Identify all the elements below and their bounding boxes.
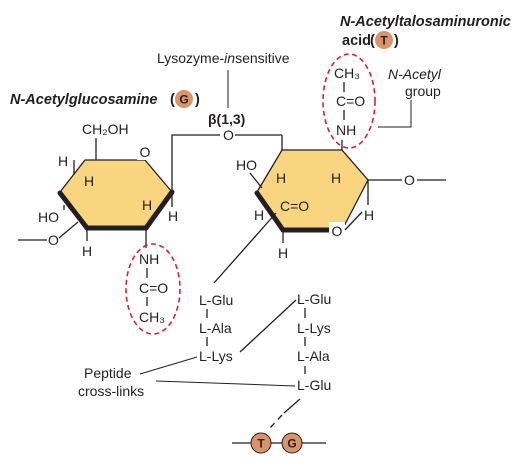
nag-c2-h-bottom: H xyxy=(82,243,92,259)
nat-name-line2: acid xyxy=(342,33,371,49)
nag-nh: NH xyxy=(139,251,159,267)
nat-h-lower-left: H xyxy=(254,207,264,223)
nat-ho: HO xyxy=(236,157,257,173)
chain-g-badge xyxy=(281,432,303,454)
cross-link-bond xyxy=(239,299,297,353)
beta-linkage-label: β(1,3) xyxy=(208,111,245,127)
nag-c4-h-inner: H xyxy=(84,173,94,189)
left-peptide: L-Glu L-Ala L-Lys xyxy=(199,292,233,364)
nag-ring-front-left xyxy=(57,190,90,231)
nag-o-left: O xyxy=(48,232,59,248)
right-peptide: L-Glu L-Lys L-Ala L-Glu xyxy=(297,291,331,393)
crosslinks-label-line2: cross-links xyxy=(78,383,144,399)
nat-h-inner-right: H xyxy=(331,170,341,186)
nat-o-right: O xyxy=(404,172,415,188)
crosslinks-pointer-1 xyxy=(139,356,198,375)
nag-c4-h-top: H xyxy=(58,153,68,169)
nat-ch3: CH₃ xyxy=(334,65,360,81)
nat-nacetyl-highlight xyxy=(322,53,376,149)
nag-c1-h: H xyxy=(168,208,178,224)
left-peptide-residue-1: L-Glu xyxy=(199,292,233,308)
nat-paren-close: ) xyxy=(394,33,399,49)
nat-h-inner-left: H xyxy=(276,170,286,186)
nat-carbonyl: C=O xyxy=(280,198,309,214)
nag-ring-oxygen: O xyxy=(140,144,151,160)
chain-t-text: T xyxy=(257,437,265,451)
nag-name: N-Acetylglucosamine xyxy=(10,92,157,108)
chain-g-text: G xyxy=(287,437,296,451)
nat-symbol-text: T xyxy=(380,34,388,48)
crosslinks-pointer-2 xyxy=(155,380,296,387)
nag-c3-ho: HO xyxy=(38,209,59,225)
chain-connector xyxy=(283,398,301,414)
nat-ring-oxygen: O xyxy=(332,223,343,239)
right-peptide-residue-1: L-Glu xyxy=(297,291,331,307)
crosslinks-label-line1: Peptide xyxy=(84,365,132,381)
nat-co: C=O xyxy=(336,93,365,109)
nag-co: C=O xyxy=(139,280,168,296)
lysozyme-label: Lysozyme-insensitive xyxy=(157,50,290,66)
nacetyl-pointer xyxy=(378,100,412,128)
nag-symbol-text: G xyxy=(179,93,188,107)
nag-ring-front-right xyxy=(143,189,175,231)
nag-paren-close: ) xyxy=(195,92,200,108)
nag-paren-open: ( xyxy=(170,92,175,108)
glycosidic-oxygen: O xyxy=(223,127,234,143)
nag-ch2oh: CH₂OH xyxy=(82,121,129,137)
left-peptide-residue-3: L-Lys xyxy=(199,348,233,364)
nag-symbol-badge xyxy=(175,90,193,108)
glycan-chain: T G xyxy=(232,432,326,454)
nacetyl-label-line2: group xyxy=(405,83,441,99)
left-peptide-residue-2: L-Ala xyxy=(199,320,232,336)
right-peptide-residue-3: L-Ala xyxy=(297,348,330,364)
nacetyl-label-line1: N-Acetyl xyxy=(388,66,442,82)
nat-symbol-badge xyxy=(375,31,393,49)
nat-name-line1: N-Acetyltalosaminuronic xyxy=(340,14,511,30)
nat-nh: NH xyxy=(336,122,356,138)
nat-c5-h: H xyxy=(364,207,374,223)
right-peptide-residue-4: L-Glu xyxy=(297,377,331,393)
chain-t-badge xyxy=(250,432,272,454)
nat-paren-open: ( xyxy=(370,33,375,49)
nag-ch3: CH₃ xyxy=(139,309,165,325)
nat-h-bottom: H xyxy=(278,245,288,261)
right-peptide-residue-2: L-Lys xyxy=(297,320,331,336)
nag-nacetyl-highlight xyxy=(125,243,181,335)
nag-c3-h: H xyxy=(142,197,152,213)
